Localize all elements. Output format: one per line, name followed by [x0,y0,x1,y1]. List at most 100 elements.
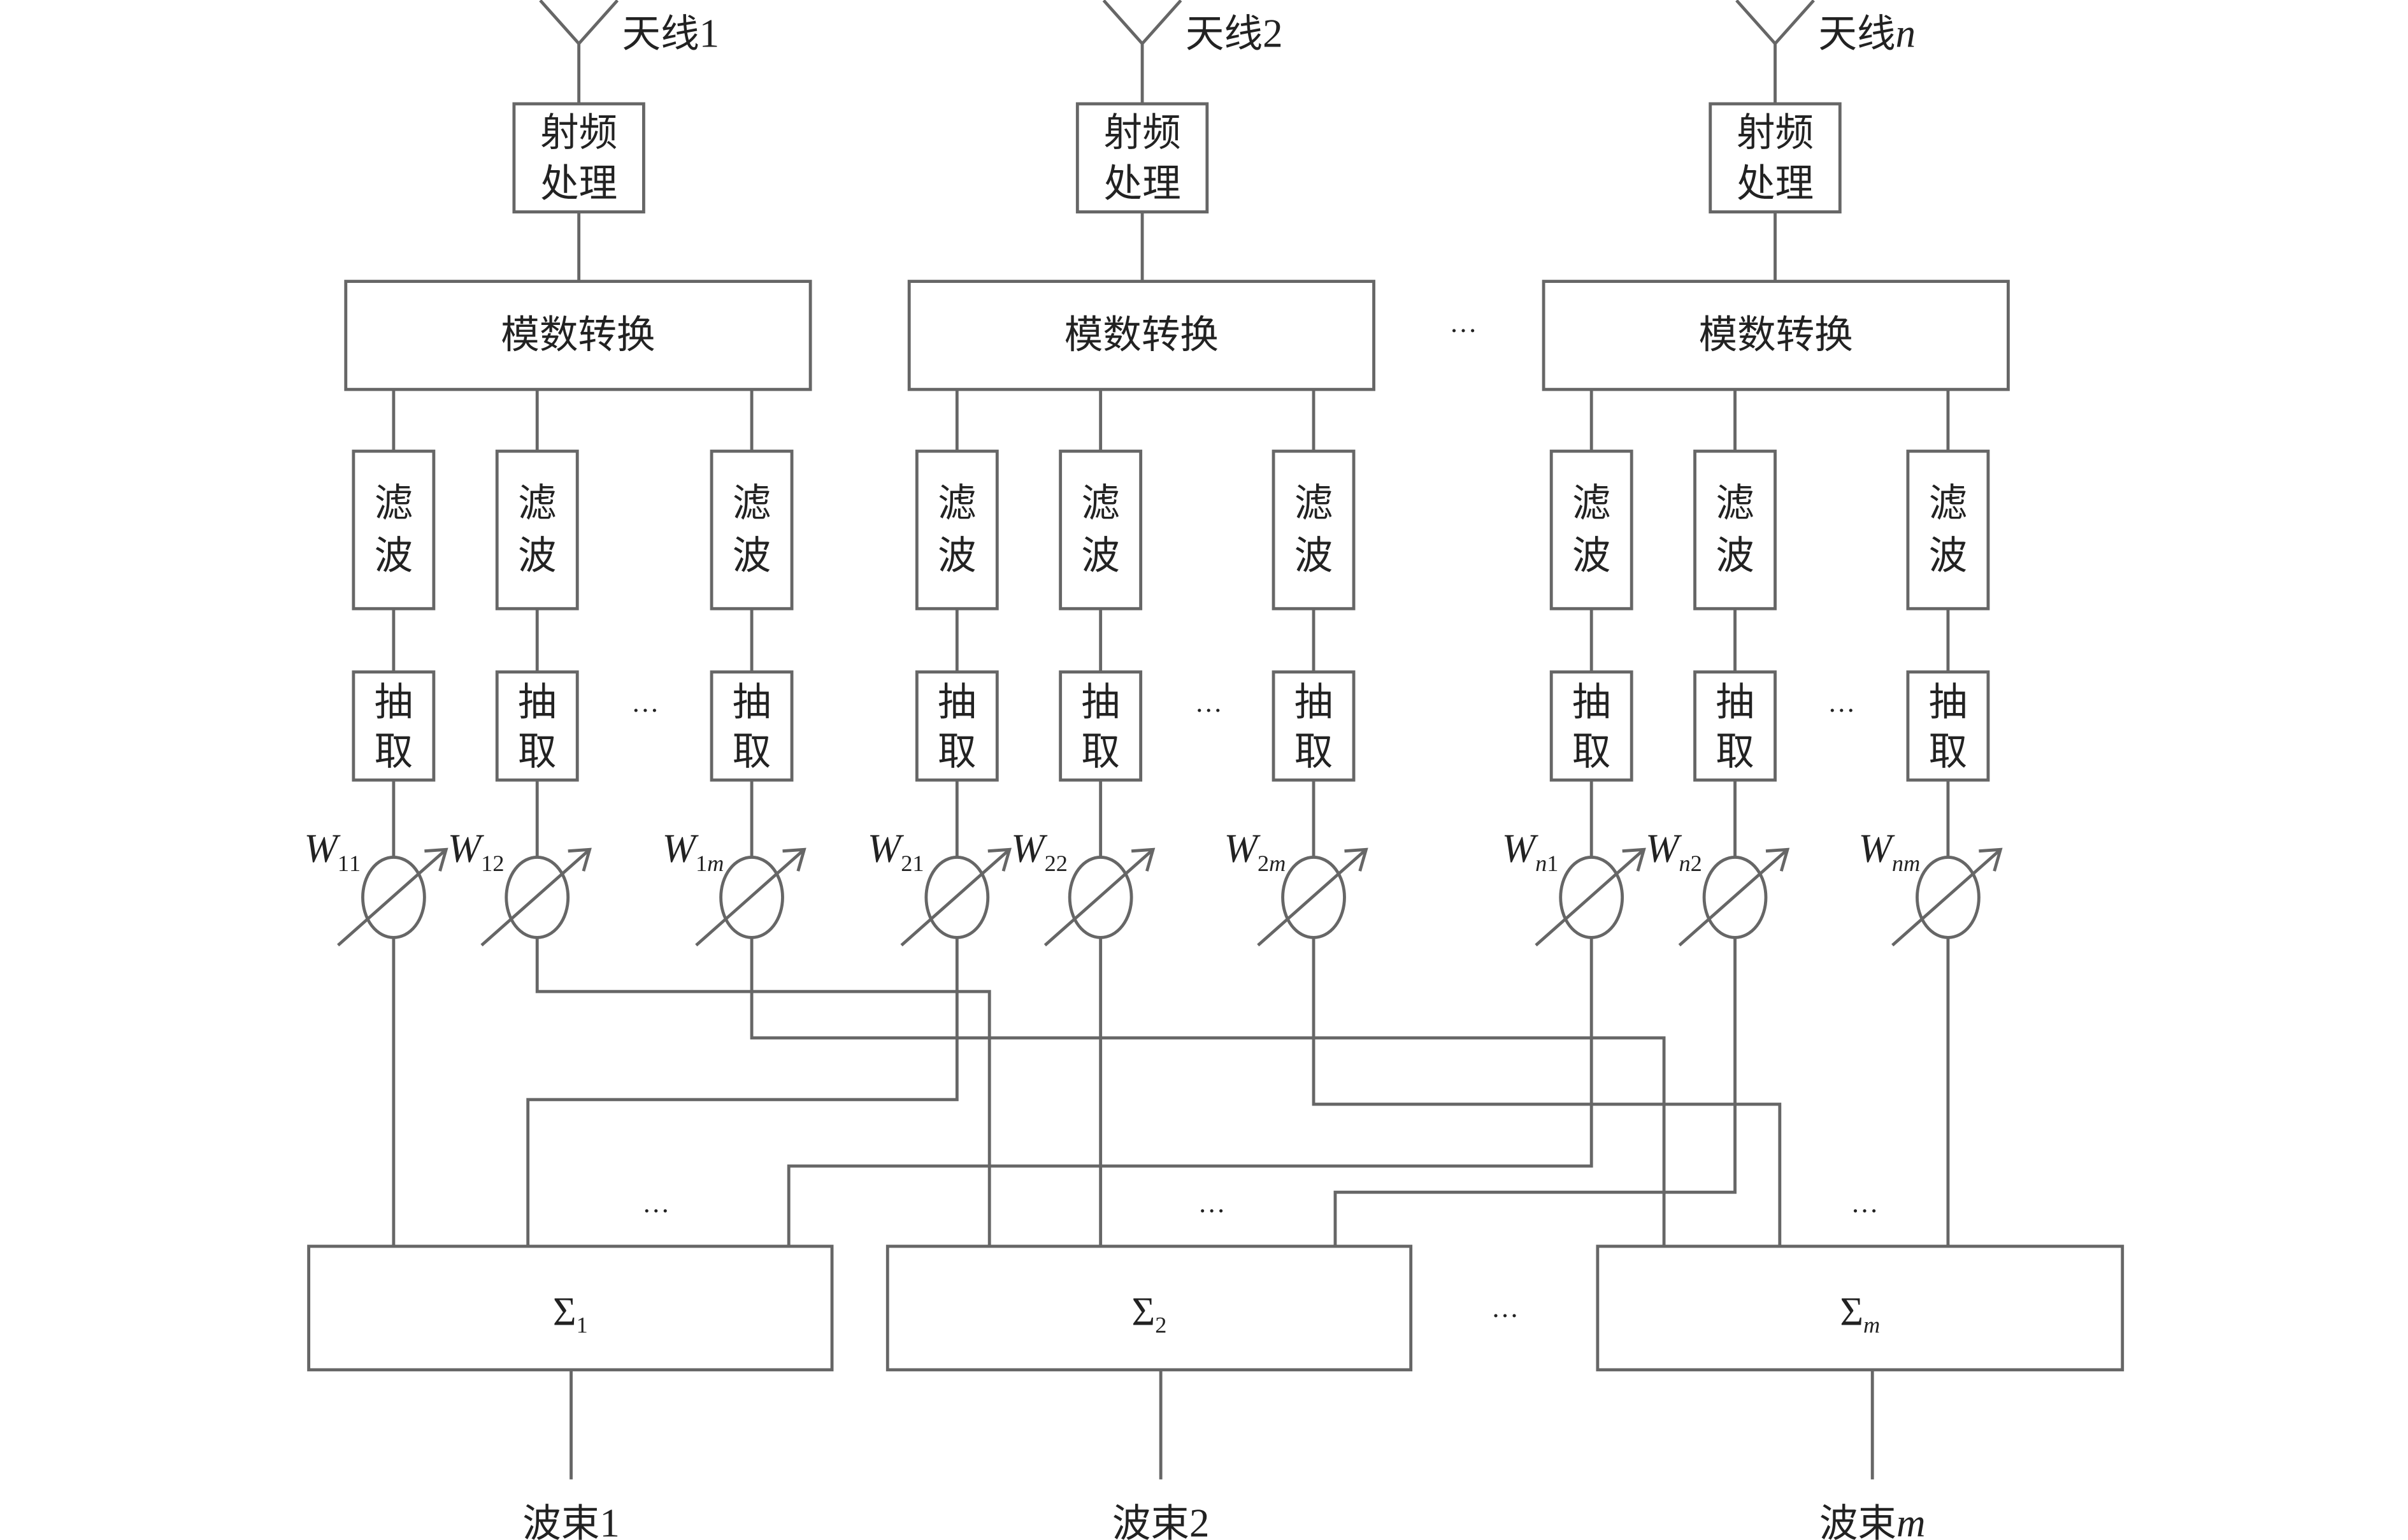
weight-arrowhead-icon [1622,847,1646,872]
filter-label: 波 [1929,533,1968,578]
adc-ellipsis: ··· [1449,316,1477,347]
filter-label: 滤 [938,481,977,526]
decimator-box [1693,670,1777,782]
weight-arrow-icon [480,848,591,947]
decimator-label: 取 [375,730,413,774]
weight-arrowhead-icon [1765,847,1790,872]
decimator-label: 取 [518,730,557,774]
route-ellipsis: ··· [1198,1196,1226,1227]
decimator-ellipsis: ··· [1194,696,1222,726]
weight-label-11: W11 [304,826,361,877]
filter-label: 波 [1081,533,1120,578]
weight-arrow-icon [695,848,806,947]
route-wn2-sum2 [1333,937,1737,1247]
filter-label: 滤 [1081,481,1120,526]
antenna-label-3: 天线n [1818,11,1916,56]
route-ellipsis: ··· [642,1196,670,1227]
weight-arrowhead-icon [782,847,806,872]
weight-arrowhead-icon [1344,847,1368,872]
rf-label-line1: 射频 [1104,110,1181,155]
weight-arrow-icon [337,848,447,947]
weight-arrowhead-icon [424,847,448,872]
route-ellipsis: ··· [1851,1196,1879,1227]
rf-processing-box [1075,102,1209,213]
weight-arrowhead-icon [568,847,592,872]
summer-box-3 [1596,1244,2125,1372]
decimator-label: 取 [1081,730,1120,774]
weight-label-22: W22 [1011,826,1068,877]
summer-ellipsis: ··· [1491,1301,1519,1332]
weight-arrow-icon [1678,848,1789,947]
filter-box [1906,449,1990,610]
rf-label-line1: 射频 [540,110,617,155]
adc-box [1542,280,2010,391]
rf-label-line1: 射频 [1737,110,1814,155]
filter-label: 波 [1294,533,1333,578]
weight-arrowhead-icon [1131,847,1156,872]
summer-label-2: Σ2 [1132,1290,1167,1338]
decimator-label: 取 [1929,730,1968,774]
decimator-label: 抽 [1716,680,1754,724]
rf-label-line2: 处理 [1737,161,1814,206]
filter-box [495,449,579,610]
route-w1m-summ [750,937,1666,1247]
antenna-icon [539,0,619,47]
filter-label: 波 [375,533,413,578]
summer-label-3: Σm [1840,1290,1880,1338]
weight-label-12: W12 [448,826,505,877]
route-wn1-sum1 [787,937,1593,1247]
summer-label-1: Σ1 [553,1290,588,1338]
decimator-box [495,670,579,782]
filter-box [352,449,436,610]
weight-label-2m: W2m [1224,826,1286,877]
route-w12-sum2 [535,937,991,1247]
route-w21-sum1 [526,937,959,1247]
rf-label-line2: 处理 [1104,161,1181,206]
decimator-label: 抽 [518,680,557,724]
filter-label: 波 [518,533,557,578]
filter-label: 滤 [1572,481,1611,526]
weight-arrowhead-icon [1979,847,2003,872]
decimator-label: 抽 [938,680,977,724]
filter-box [1059,449,1143,610]
rf-processing-box [1709,102,1842,213]
decimator-box [1272,670,1356,782]
weight-arrow-icon [1535,848,1645,947]
filter-box [1272,449,1356,610]
weight-arrow-icon [1257,848,1368,947]
decimator-box [710,670,794,782]
filter-label: 滤 [733,481,771,526]
antenna-label-1: 天线1 [622,11,720,56]
beam-label-1: 波束1 [522,1501,620,1540]
decimator-box [352,670,436,782]
decimator-label: 抽 [733,680,771,724]
beam-label-3: 波束m [1819,1501,1926,1540]
filter-box [1693,449,1777,610]
summer-box-2 [885,1244,1413,1372]
filter-box [915,449,999,610]
adc-box [907,280,1375,391]
route-w2m-summ [1312,937,1782,1247]
filter-label: 滤 [1929,481,1968,526]
decimator-label: 取 [938,730,977,774]
decimator-ellipsis: ··· [631,696,659,726]
summer-box-1 [307,1244,834,1372]
weight-arrow-icon [900,848,1011,947]
weight-label-n2: Wn2 [1645,826,1702,877]
weight-label-nm: Wnm [1858,826,1920,877]
weight-label-1m: W1m [663,826,724,877]
decimator-label: 抽 [1294,680,1333,724]
adc-label: 模数转换 [1699,313,1853,357]
decimator-label: 取 [1294,730,1333,774]
filter-label: 波 [733,533,771,578]
decimator-ellipsis: ··· [1828,696,1856,726]
rf-label-line2: 处理 [540,161,617,206]
filter-label: 滤 [518,481,557,526]
weight-label-n1: Wn1 [1502,826,1559,877]
filter-label: 波 [938,533,977,578]
filter-box [710,449,794,610]
decimator-label: 取 [1716,730,1754,774]
filter-label: 滤 [375,481,413,526]
adc-label: 模数转换 [501,313,655,357]
